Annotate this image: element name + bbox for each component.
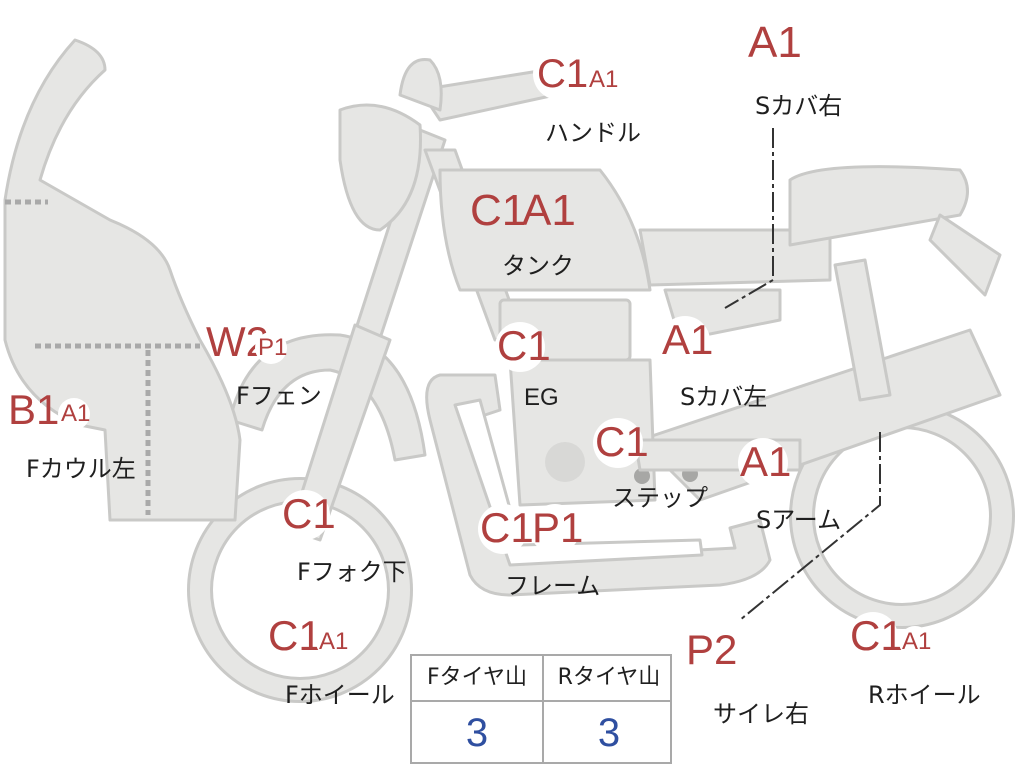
f-fork-lower-label: Fフォク下 [297,558,407,586]
silencer-right-label: サイレ右 [713,700,809,728]
f-fork-lower-code: C1 [282,490,336,537]
f-wheel-code-2: A1 [319,628,349,655]
tank-code-1: C1 [470,186,527,235]
code-circle-small [255,332,287,364]
seat [788,165,969,247]
f-wheel-code-1: C1 [268,612,322,659]
code-circle [530,504,580,554]
frame [425,373,772,597]
front-tire-header: Fタイヤ山 [427,665,527,690]
front-tire-value: 3 [465,711,489,755]
headlight [338,103,422,232]
f-fender-code-2: P1 [258,334,288,361]
code-circle-small [58,398,90,430]
s-arm-label: Sアーム [756,506,842,534]
f-cowl-left-code-1: B1 [8,386,60,433]
tank-code-2: A1 [522,186,576,235]
f-cowl-left-label: Fカウル左 [26,455,136,483]
code-circle [495,322,545,372]
tire-tread-table: Fタイヤ山 Rタイヤ山 3 3 [410,654,672,764]
engine-code: C1 [497,322,551,369]
front-cowl [3,38,242,522]
step-label: ステップ [612,484,708,512]
r-wheel-code-1: C1 [850,612,904,659]
fork-lower [288,323,392,542]
code-circle-small [316,626,348,658]
frame-code-2: P1 [532,504,584,551]
code-circle [266,612,316,662]
code-circle [684,626,736,678]
code-circle [280,490,330,540]
engine-label: EG [524,384,559,411]
r-wheel-code-2: A1 [902,628,932,655]
code-circle [478,504,528,554]
f-wheel-label: Fホイール [285,681,395,709]
code-circle [533,48,585,100]
s-cover-right-label: Sカバ右 [755,92,843,120]
table-divider [412,700,670,702]
f-fender-label: Fフェン [236,382,322,410]
f-cowl-left-code-2: A1 [61,400,91,427]
s-arm-code: A1 [740,438,792,485]
frame-code-1: C1 [480,504,534,551]
s-cover-left-code: A1 [662,316,714,363]
rear-tire-header: Rタイヤ山 [557,665,661,690]
s-cover-left-label: Sカバ左 [680,383,768,411]
tank [438,168,652,292]
code-circle-small [586,64,618,96]
handle-code-1: C1 [537,52,589,96]
frame-label: フレーム [505,572,601,600]
code-circle [593,418,643,468]
code-circle [660,316,710,366]
r-wheel-label: Rホイール [868,681,981,709]
code-circle [738,438,788,488]
code-circle [848,612,898,662]
step-code: C1 [595,418,649,465]
tank-label: タンク [502,252,574,280]
s-cover-right-code: A1 [748,18,802,67]
code-circle-small [899,626,931,658]
handle-label: ハンドル [545,119,641,147]
handle-code-2: A1 [589,66,619,93]
silencer-right-code: P2 [686,626,738,673]
table-divider [542,656,544,762]
rear-tire-value: 3 [597,711,621,755]
